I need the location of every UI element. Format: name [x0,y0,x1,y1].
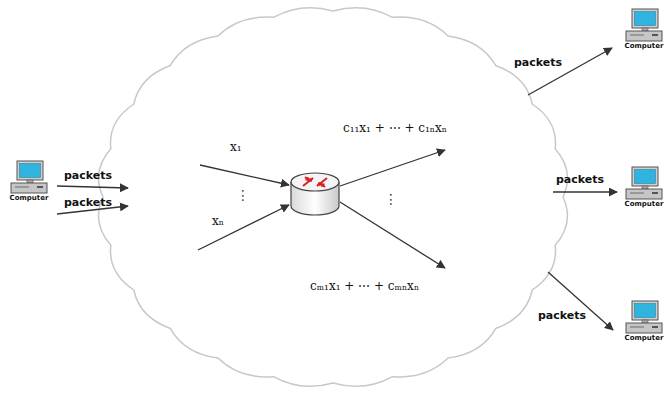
arrows [57,48,617,330]
output-arrow [340,150,445,186]
packet-arrow [553,191,617,192]
output-arrow [340,202,445,268]
packet-arrow [528,48,612,95]
computer-label: Computer [625,335,664,343]
computer-icon [9,160,49,194]
packet-label: packets [556,174,604,186]
computer-icon [624,166,664,200]
input-label: xₙ [212,215,224,228]
packet-label: packets [514,57,562,69]
output-formula: cₘ₁x₁ + ⋯ + cₘₙxₙ [310,280,419,293]
computer-label: Computer [625,43,664,51]
computer-node: Computer [623,166,665,209]
input-arrow [200,165,289,185]
computer-node: Computer [623,8,665,51]
packet-label: packets [538,310,586,322]
network-cloud [99,8,568,387]
packet-label: packets [64,170,112,182]
input-arrow [198,205,289,250]
ellipsis: ⋮ [236,188,250,203]
computer-node: Computer [623,300,665,343]
computer-label: Computer [10,195,49,203]
packet-label: packets [64,197,112,209]
packet-arrow [57,186,128,188]
computer-icon [624,8,664,42]
input-label: x₁ [230,141,242,154]
computer-node: Computer [8,160,50,203]
router-symbol [291,173,339,215]
ellipsis: ⋮ [384,192,398,207]
computer-label: Computer [625,201,664,209]
computer-icon [624,300,664,334]
output-formula: c₁₁x₁ + ⋯ + c₁ₙxₙ [343,122,447,135]
